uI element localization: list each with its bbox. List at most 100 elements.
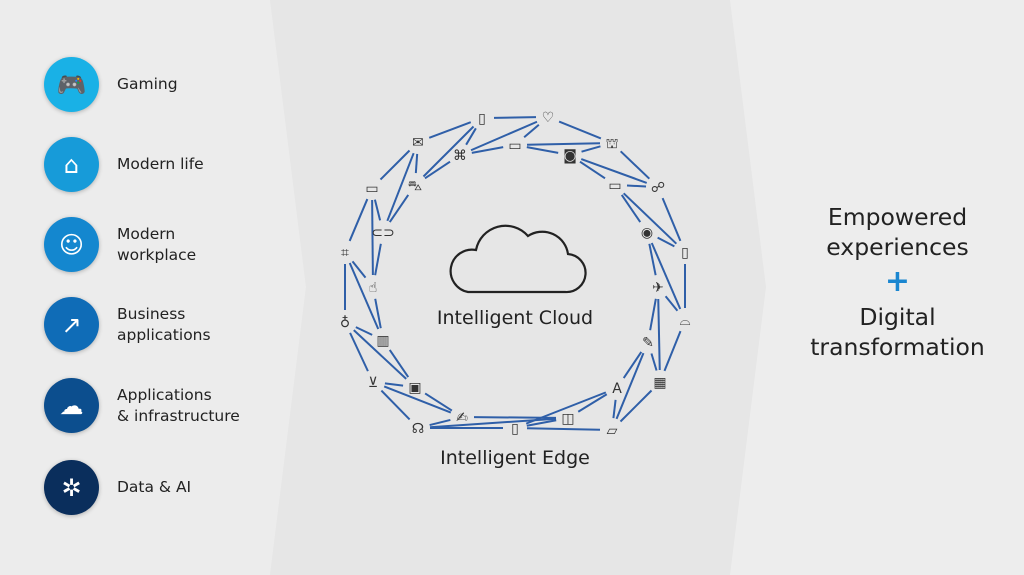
- light-bulb-icon: ♁: [340, 315, 350, 331]
- growth-chart-icon: ↗: [61, 310, 82, 339]
- team-icon: ☺: [58, 230, 85, 259]
- factory-icon: ▥: [376, 333, 389, 349]
- category-badge: ☺: [44, 217, 99, 272]
- person-voice-icon: ☊: [412, 421, 424, 437]
- network-link: [657, 236, 675, 248]
- face-scan-icon: ⌗: [341, 245, 349, 261]
- network-link: [388, 349, 410, 378]
- network-link: [581, 145, 601, 153]
- intelligent-cloud-label: Intelligent Cloud: [436, 307, 594, 329]
- network-link: [580, 158, 648, 184]
- camera-icon: ◙: [563, 148, 577, 164]
- network-link: [374, 298, 382, 329]
- network-link: [523, 124, 540, 138]
- network-link: [388, 194, 410, 223]
- hand-touch-icon: ☝: [369, 280, 378, 296]
- map-building-icon: ▦: [653, 375, 666, 391]
- network-link: [657, 298, 661, 371]
- network-link: [526, 146, 559, 154]
- category-gaming: 🎮 Gaming: [44, 57, 178, 112]
- category-badge: ↗: [44, 297, 99, 352]
- network-link: [379, 149, 411, 181]
- plus-sign: +: [884, 264, 911, 299]
- category-label: Data & AI: [117, 478, 192, 496]
- eye-icon: ◉: [641, 225, 653, 241]
- network-link: [355, 326, 373, 336]
- shopping-cart-icon: ⊻: [368, 375, 378, 391]
- category-applications-infrastructure: ☁ Applications & infrastructure: [44, 378, 240, 433]
- outcome-line-4: transformation: [810, 333, 985, 361]
- network-link: [353, 329, 407, 380]
- network-link: [428, 121, 472, 139]
- outcome-line-1: Empowered: [827, 203, 968, 231]
- translate-icon: A: [612, 381, 622, 397]
- network-link: [383, 385, 452, 414]
- category-modern-life: ⌂ Modern life: [44, 137, 204, 192]
- network-link: [526, 142, 601, 146]
- network-link: [649, 298, 657, 331]
- network-link: [558, 120, 602, 140]
- network-link: [473, 416, 557, 419]
- network-link: [351, 260, 367, 279]
- network-link: [470, 120, 538, 152]
- network-link: [348, 262, 380, 330]
- vr-headset-icon: ⊂⊃: [371, 225, 394, 241]
- network-link: [422, 125, 475, 178]
- network-link: [615, 352, 645, 420]
- network-link: [373, 199, 382, 221]
- network-link: [429, 417, 557, 429]
- category-label: Gaming: [117, 75, 178, 93]
- network-link: [622, 192, 678, 245]
- lock-document-icon: ▱: [607, 423, 618, 439]
- network-link: [661, 197, 682, 242]
- connected-home-icon: ⌂: [63, 150, 80, 179]
- network-link: [663, 330, 682, 372]
- intelligent-edge-label: Intelligent Edge: [440, 447, 590, 469]
- category-badge: 🎮: [44, 57, 99, 112]
- network-link: [349, 332, 369, 372]
- cloud-icon: [449, 224, 587, 294]
- category-badge: ☁: [44, 378, 99, 433]
- network-nodes: ▯♡⛫☍▯⌓▦▱▯☊⊻♁⌗▭✉⌘▭◙▭◉✈✎A◫✍▣▥☝⊂⊃⛍: [340, 110, 691, 439]
- network-link: [648, 243, 657, 276]
- network-link: [493, 116, 537, 119]
- network-link: [612, 399, 617, 419]
- category-modern-workplace: ☺ Modern workplace: [44, 217, 196, 272]
- outcomes: Empowered experiences + Digital transfor…: [790, 202, 1005, 362]
- heart-rate-icon: ♡: [542, 110, 555, 126]
- network-link: [579, 160, 606, 180]
- network-link: [429, 418, 451, 427]
- face-frame-icon: ⌘: [453, 148, 467, 164]
- category-label: Modern workplace: [117, 224, 197, 264]
- category-data-ai: ✲ Data & AI: [44, 460, 191, 515]
- category-label: Modern life: [117, 155, 204, 173]
- outcome-line-2: experiences: [826, 233, 969, 261]
- tools-icon: ✎: [642, 335, 654, 351]
- cloud-download-icon: ☁: [59, 391, 84, 420]
- phone-signal-icon: ▯: [681, 245, 689, 261]
- network-nodes-icon: ✲: [61, 473, 82, 502]
- mobile-device-icon: ▯: [511, 421, 519, 437]
- airplane-icon: ✈: [652, 280, 664, 296]
- category-badge: ⌂: [44, 137, 99, 192]
- network-link: [650, 242, 682, 310]
- signature-icon: ✍: [456, 410, 468, 426]
- network-link: [471, 146, 504, 154]
- category-business-applications: ↗Business applications: [44, 297, 211, 352]
- devices-icon: ▭: [508, 138, 521, 154]
- browser-window-icon: ▭: [608, 178, 621, 194]
- network-link: [380, 389, 411, 421]
- network-link: [622, 351, 643, 379]
- network-link: [465, 127, 477, 146]
- network-link: [619, 389, 653, 423]
- network-link: [526, 427, 601, 431]
- network-link: [424, 160, 451, 180]
- network-link: [620, 194, 642, 223]
- category-badge: ✲: [44, 460, 99, 515]
- landmark-icon: ⛫: [606, 136, 619, 152]
- clipboard-icon: ▯: [478, 111, 486, 127]
- category-label: Applications & infrastructure: [117, 385, 240, 425]
- people-group-icon: ☍: [651, 180, 665, 196]
- mail-icon: ✉: [412, 135, 424, 151]
